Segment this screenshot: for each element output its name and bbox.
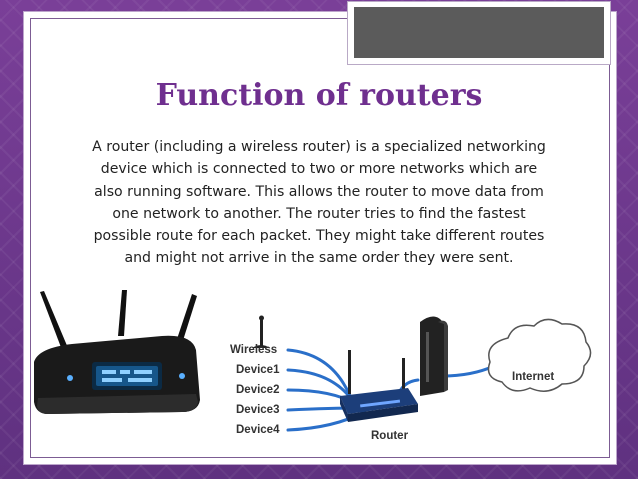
- slide-title: Function of routers: [155, 78, 483, 113]
- wireless-router-image: [34, 290, 200, 414]
- diagram-label-device1: Device1: [236, 364, 280, 376]
- router-icon: [340, 350, 418, 422]
- modem-icon: [420, 316, 448, 396]
- decorative-corner-fill: [354, 7, 604, 58]
- diagram-label-wireless: Wireless: [230, 344, 278, 356]
- diagram-label-device3: Device3: [236, 404, 280, 416]
- diagram-label-device2: Device2: [236, 384, 280, 396]
- decorative-corner-box: [347, 1, 611, 65]
- slide-body-text: A router (including a wireless router) i…: [92, 139, 546, 267]
- diagram-label-internet: Internet: [512, 371, 555, 383]
- antenna-icon: [252, 315, 270, 348]
- network-diagram: [252, 315, 592, 432]
- diagram-label-router: Router: [371, 430, 409, 442]
- cloud-icon: [487, 318, 592, 392]
- diagram-label-device4: Device4: [236, 424, 280, 436]
